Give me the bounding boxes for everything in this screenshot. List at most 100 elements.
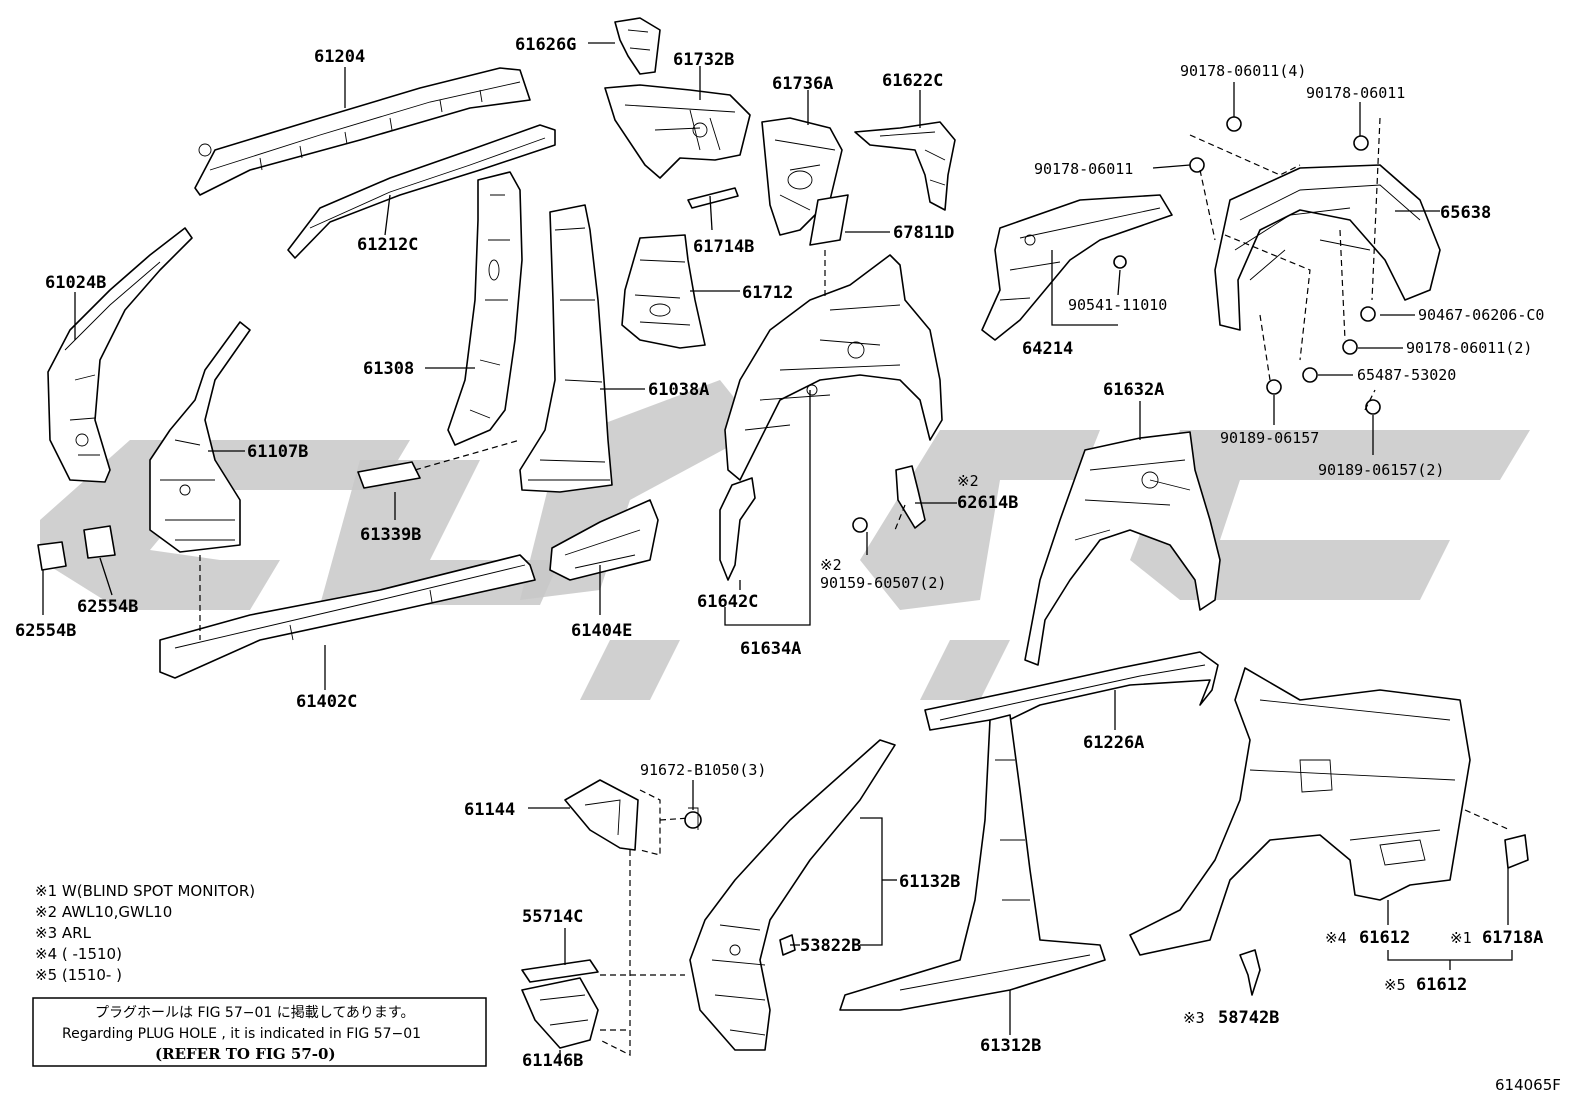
part-61612[interactable] bbox=[1129, 667, 1471, 956]
part-65638[interactable] bbox=[1214, 164, 1441, 331]
label-61132B: 61132B bbox=[899, 872, 960, 892]
fastener-clip-f[interactable] bbox=[1342, 339, 1358, 355]
part-61038A[interactable] bbox=[519, 204, 613, 493]
label-90467-06206-C0: 90467-06206-C0 bbox=[1418, 306, 1544, 324]
label-90159-60507-2: 90159-60507(2) bbox=[820, 574, 946, 592]
part-61634A[interactable] bbox=[724, 254, 943, 481]
label-90178-06011-4: 90178-06011(4) bbox=[1180, 62, 1306, 80]
part-61212C[interactable] bbox=[287, 124, 556, 259]
fastener-clip-d[interactable] bbox=[1113, 255, 1127, 269]
label-55714C: 55714C bbox=[522, 907, 583, 927]
note-1: ※1 W(BLIND SPOT MONITOR) bbox=[35, 882, 255, 900]
fastener-clip-e[interactable] bbox=[1360, 306, 1376, 322]
dashed-guides bbox=[199, 117, 1511, 1056]
part-61714B[interactable] bbox=[687, 187, 739, 209]
fastener-bolt-90159[interactable] bbox=[852, 517, 868, 533]
label-90178-06011-b: 90178-06011 bbox=[1034, 160, 1133, 178]
label-67811D: 67811D bbox=[893, 223, 954, 243]
fastener-clip-g[interactable] bbox=[1302, 367, 1318, 383]
fastener-clip-b[interactable] bbox=[1189, 157, 1205, 173]
fastener-clip-a[interactable] bbox=[1226, 116, 1242, 132]
label-61339B: 61339B bbox=[360, 525, 421, 545]
footnotes: ※1 W(BLIND SPOT MONITOR) ※2 AWL10,GWL10 … bbox=[35, 882, 255, 984]
part-62554B-a[interactable] bbox=[37, 541, 67, 571]
part-61308[interactable] bbox=[447, 171, 523, 446]
label-90189-06157-2: 90189-06157(2) bbox=[1318, 461, 1444, 479]
part-61132B[interactable] bbox=[689, 739, 896, 1051]
reference-line-1: プラグホールは FIG 57−01 に掲載してあります。 bbox=[95, 1005, 415, 1021]
label-61626G: 61626G bbox=[515, 35, 576, 55]
fastener-clip-h[interactable] bbox=[1266, 379, 1282, 395]
part-61144[interactable] bbox=[564, 779, 639, 851]
note-4: ※4 ( -1510) bbox=[35, 945, 122, 963]
label-65487-53020: 65487-53020 bbox=[1357, 366, 1456, 384]
reference-box: プラグホールは FIG 57−01 に掲載してあります。 Regarding P… bbox=[32, 997, 487, 1067]
part-91672[interactable] bbox=[684, 807, 702, 830]
part-61626G[interactable] bbox=[614, 17, 661, 75]
label-61642C: 61642C bbox=[697, 592, 758, 612]
label-61144: 61144 bbox=[464, 800, 515, 820]
mark-62614B: ※2 bbox=[957, 472, 979, 490]
label-61718A: 61718A bbox=[1482, 928, 1543, 948]
label-61632A: 61632A bbox=[1103, 380, 1164, 400]
label-61024B: 61024B bbox=[45, 273, 106, 293]
part-61718A[interactable] bbox=[1504, 834, 1529, 869]
label-53822B: 53822B bbox=[800, 936, 861, 956]
label-61634A: 61634A bbox=[740, 639, 801, 659]
part-labels: 61204 61626G 61732B 61736A 61622C 90178-… bbox=[15, 35, 1544, 1071]
label-62554B-b: 62554B bbox=[77, 597, 138, 617]
label-61226A: 61226A bbox=[1083, 733, 1144, 753]
label-61404E: 61404E bbox=[571, 621, 632, 641]
fastener-clip-c[interactable] bbox=[1353, 135, 1369, 151]
part-53822B[interactable] bbox=[779, 934, 796, 956]
part-61402C[interactable] bbox=[159, 554, 536, 679]
part-61642C[interactable] bbox=[719, 477, 756, 581]
label-61402C: 61402C bbox=[296, 692, 357, 712]
reference-line-3: (REFER TO FIG 57-0) bbox=[155, 1045, 336, 1063]
label-61312B: 61312B bbox=[980, 1036, 1041, 1056]
leader-lines bbox=[42, 42, 1513, 1060]
label-90189-06157: 90189-06157 bbox=[1220, 429, 1319, 447]
part-61622C[interactable] bbox=[854, 121, 956, 211]
label-61732B: 61732B bbox=[673, 50, 734, 70]
label-61612-a: 61612 bbox=[1359, 928, 1410, 948]
part-61404E[interactable] bbox=[549, 499, 659, 581]
mark-61612-a: ※4 bbox=[1325, 929, 1347, 947]
part-64214[interactable] bbox=[981, 194, 1173, 341]
part-67811D[interactable] bbox=[809, 194, 849, 246]
part-62554B-b[interactable] bbox=[83, 525, 116, 559]
reference-line-2: Regarding PLUG HOLE , it is indicated in… bbox=[62, 1026, 421, 1042]
part-58742B[interactable] bbox=[1239, 949, 1261, 996]
part-61146B[interactable] bbox=[521, 977, 599, 1049]
label-61038A: 61038A bbox=[648, 380, 709, 400]
fastener-clip-i[interactable] bbox=[1365, 399, 1381, 415]
label-61622C: 61622C bbox=[882, 71, 943, 91]
label-61714B: 61714B bbox=[693, 237, 754, 257]
figure-code: 614065F bbox=[1495, 1076, 1561, 1094]
label-58742B: 58742B bbox=[1218, 1008, 1279, 1028]
note-2: ※2 AWL10,GWL10 bbox=[35, 903, 172, 921]
part-61712[interactable] bbox=[621, 234, 706, 349]
label-90178-06011-2: 90178-06011(2) bbox=[1406, 339, 1532, 357]
part-62614B[interactable] bbox=[895, 465, 926, 529]
part-61107B[interactable] bbox=[149, 321, 251, 553]
label-65638: 65638 bbox=[1440, 203, 1491, 223]
part-61204[interactable] bbox=[194, 67, 531, 196]
label-64214: 64214 bbox=[1022, 339, 1073, 359]
label-90178-06011-a: 90178-06011 bbox=[1306, 84, 1405, 102]
label-61308: 61308 bbox=[363, 359, 414, 379]
mark-61612-b: ※5 bbox=[1384, 976, 1406, 994]
mark-58742B: ※3 bbox=[1183, 1009, 1205, 1027]
label-61612-b: 61612 bbox=[1416, 975, 1467, 995]
part-61339B[interactable] bbox=[357, 461, 421, 489]
part-61632A[interactable] bbox=[1024, 431, 1221, 666]
label-61736A: 61736A bbox=[772, 74, 833, 94]
label-61107B: 61107B bbox=[247, 442, 308, 462]
part-55714C[interactable] bbox=[521, 959, 599, 983]
label-61146B: 61146B bbox=[522, 1051, 583, 1071]
label-61204: 61204 bbox=[314, 47, 365, 67]
part-61024B[interactable] bbox=[47, 227, 193, 483]
label-62554B-a: 62554B bbox=[15, 621, 76, 641]
part-61732B[interactable] bbox=[604, 84, 751, 179]
